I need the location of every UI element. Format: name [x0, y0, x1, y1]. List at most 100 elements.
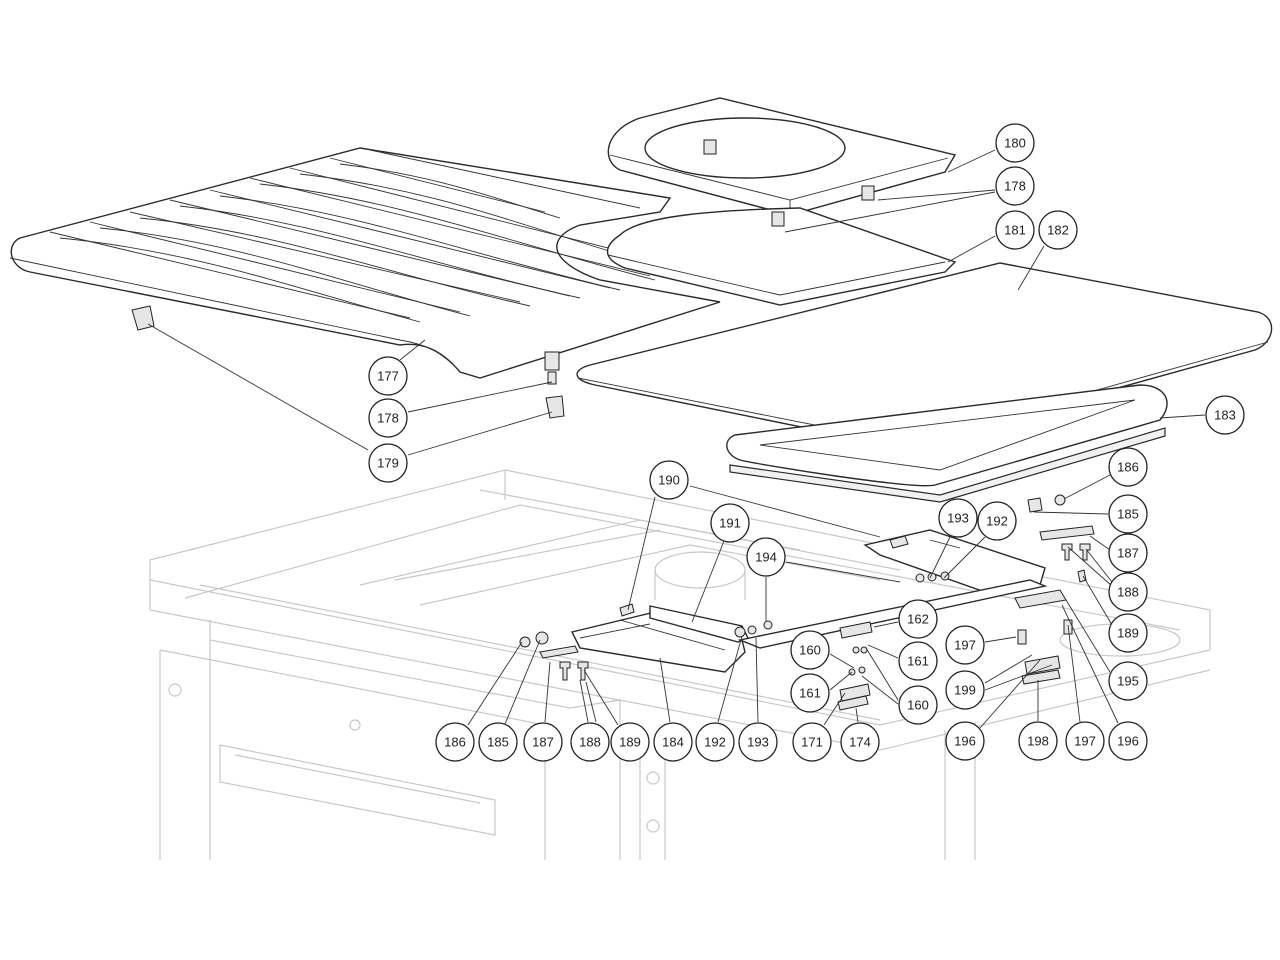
callout-189: 189 [610, 722, 650, 762]
callout-number: 189 [619, 735, 641, 750]
callout-187: 187 [1108, 533, 1148, 573]
callout-circle [1018, 721, 1058, 761]
leader-line-187 [544, 661, 551, 723]
leader-lines [147, 149, 1206, 729]
callout-circle [746, 537, 786, 577]
callout-188: 188 [1108, 572, 1148, 612]
callout-circle [695, 722, 735, 762]
callout-circle [995, 210, 1035, 250]
callout-circle [995, 123, 1035, 163]
callout-circle [1205, 395, 1245, 435]
callout-160: 160 [898, 685, 938, 725]
callout-number: 189 [1117, 626, 1139, 641]
callout-number: 193 [747, 735, 769, 750]
callout-number: 160 [907, 698, 929, 713]
callout-number: 185 [1117, 507, 1139, 522]
callout-177: 177 [368, 356, 408, 396]
callout-circle [1108, 533, 1148, 573]
callout-circle [738, 722, 778, 762]
leader-line-188 [1067, 546, 1113, 587]
callout-183: 183 [1205, 395, 1245, 435]
leader-line-177 [399, 339, 426, 361]
callout-circle [368, 398, 408, 438]
leader-line-190 [627, 496, 656, 611]
leader-line-199 [984, 654, 1033, 684]
callout-circle [1108, 494, 1148, 534]
callout-number: 196 [1117, 734, 1139, 749]
callout-circle [938, 498, 978, 538]
callout-182: 182 [1038, 210, 1078, 250]
callout-circle [710, 503, 750, 543]
callout-178: 178 [995, 166, 1035, 206]
callout-number: 186 [1117, 460, 1139, 475]
callout-circle [570, 722, 610, 762]
slide-rail-right [737, 529, 1048, 649]
leader-line-186 [467, 641, 523, 726]
leader-line-178 [407, 381, 553, 413]
callout-196: 196 [945, 721, 985, 761]
leader-line-196 [1061, 604, 1119, 724]
leader-line-178 [877, 189, 996, 201]
callout-number: 180 [1004, 136, 1026, 151]
callout-number: 161 [907, 654, 929, 669]
leader-line-180 [947, 149, 996, 173]
leader-line-191 [691, 540, 725, 623]
callout-circle [995, 166, 1035, 206]
callout-circle [945, 670, 985, 710]
hob-plate-181 [606, 207, 957, 306]
callout-199: 199 [945, 670, 985, 710]
callout-192: 192 [695, 722, 735, 762]
callout-161: 161 [898, 641, 938, 681]
leader-line-197 [1067, 624, 1081, 723]
callout-number: 197 [954, 638, 976, 653]
leader-line-193 [755, 637, 759, 723]
callout-186: 186 [1108, 447, 1148, 487]
leader-line-187 [1089, 535, 1111, 551]
callout-174: 174 [840, 722, 880, 762]
callout-196: 196 [1108, 721, 1148, 761]
callout-191: 191 [710, 503, 750, 543]
callout-162: 162 [898, 599, 938, 639]
callout-number: 185 [487, 735, 509, 750]
callout-number: 190 [658, 473, 680, 488]
callout-195: 195 [1108, 661, 1148, 701]
callout-circle [368, 443, 408, 483]
grid-pan-support-177 [9, 147, 721, 379]
callout-161: 161 [790, 673, 830, 713]
leader-line-186 [1063, 474, 1111, 500]
callout-circle [898, 685, 938, 725]
callout-number: 181 [1004, 223, 1026, 238]
leader-line-196 [979, 659, 1041, 729]
callout-circle [368, 356, 408, 396]
callout-number: 186 [444, 735, 466, 750]
leader-line-188 [1085, 548, 1113, 583]
callout-number: 182 [1047, 223, 1069, 238]
callout-number: 171 [801, 735, 823, 750]
callout-circle [610, 722, 650, 762]
leader-line-183 [1159, 414, 1206, 419]
callout-circle [945, 721, 985, 761]
callout-circle [1108, 447, 1148, 487]
callout-number: 178 [377, 411, 399, 426]
leader-line-179 [407, 411, 553, 456]
callout-number: 197 [1074, 734, 1096, 749]
callout-circle [790, 673, 830, 713]
callout-number: 198 [1027, 734, 1049, 749]
callout-circle [790, 630, 830, 670]
leader-line-199 [984, 664, 1053, 691]
callout-193: 193 [938, 498, 978, 538]
leader-line-185 [1033, 511, 1109, 515]
callout-circle [523, 722, 563, 762]
callout-number: 178 [1004, 179, 1026, 194]
leader-line-189 [1082, 575, 1113, 626]
callout-number: 177 [377, 369, 399, 384]
gasket-frame-183 [726, 384, 1168, 503]
callout-number: 194 [755, 550, 777, 565]
leader-line-171 [823, 692, 846, 726]
callout-circle [1108, 613, 1148, 653]
callout-number: 187 [532, 735, 554, 750]
leader-line-193 [929, 536, 951, 579]
leader-line-188 [585, 681, 597, 723]
callout-number: 199 [954, 683, 976, 698]
